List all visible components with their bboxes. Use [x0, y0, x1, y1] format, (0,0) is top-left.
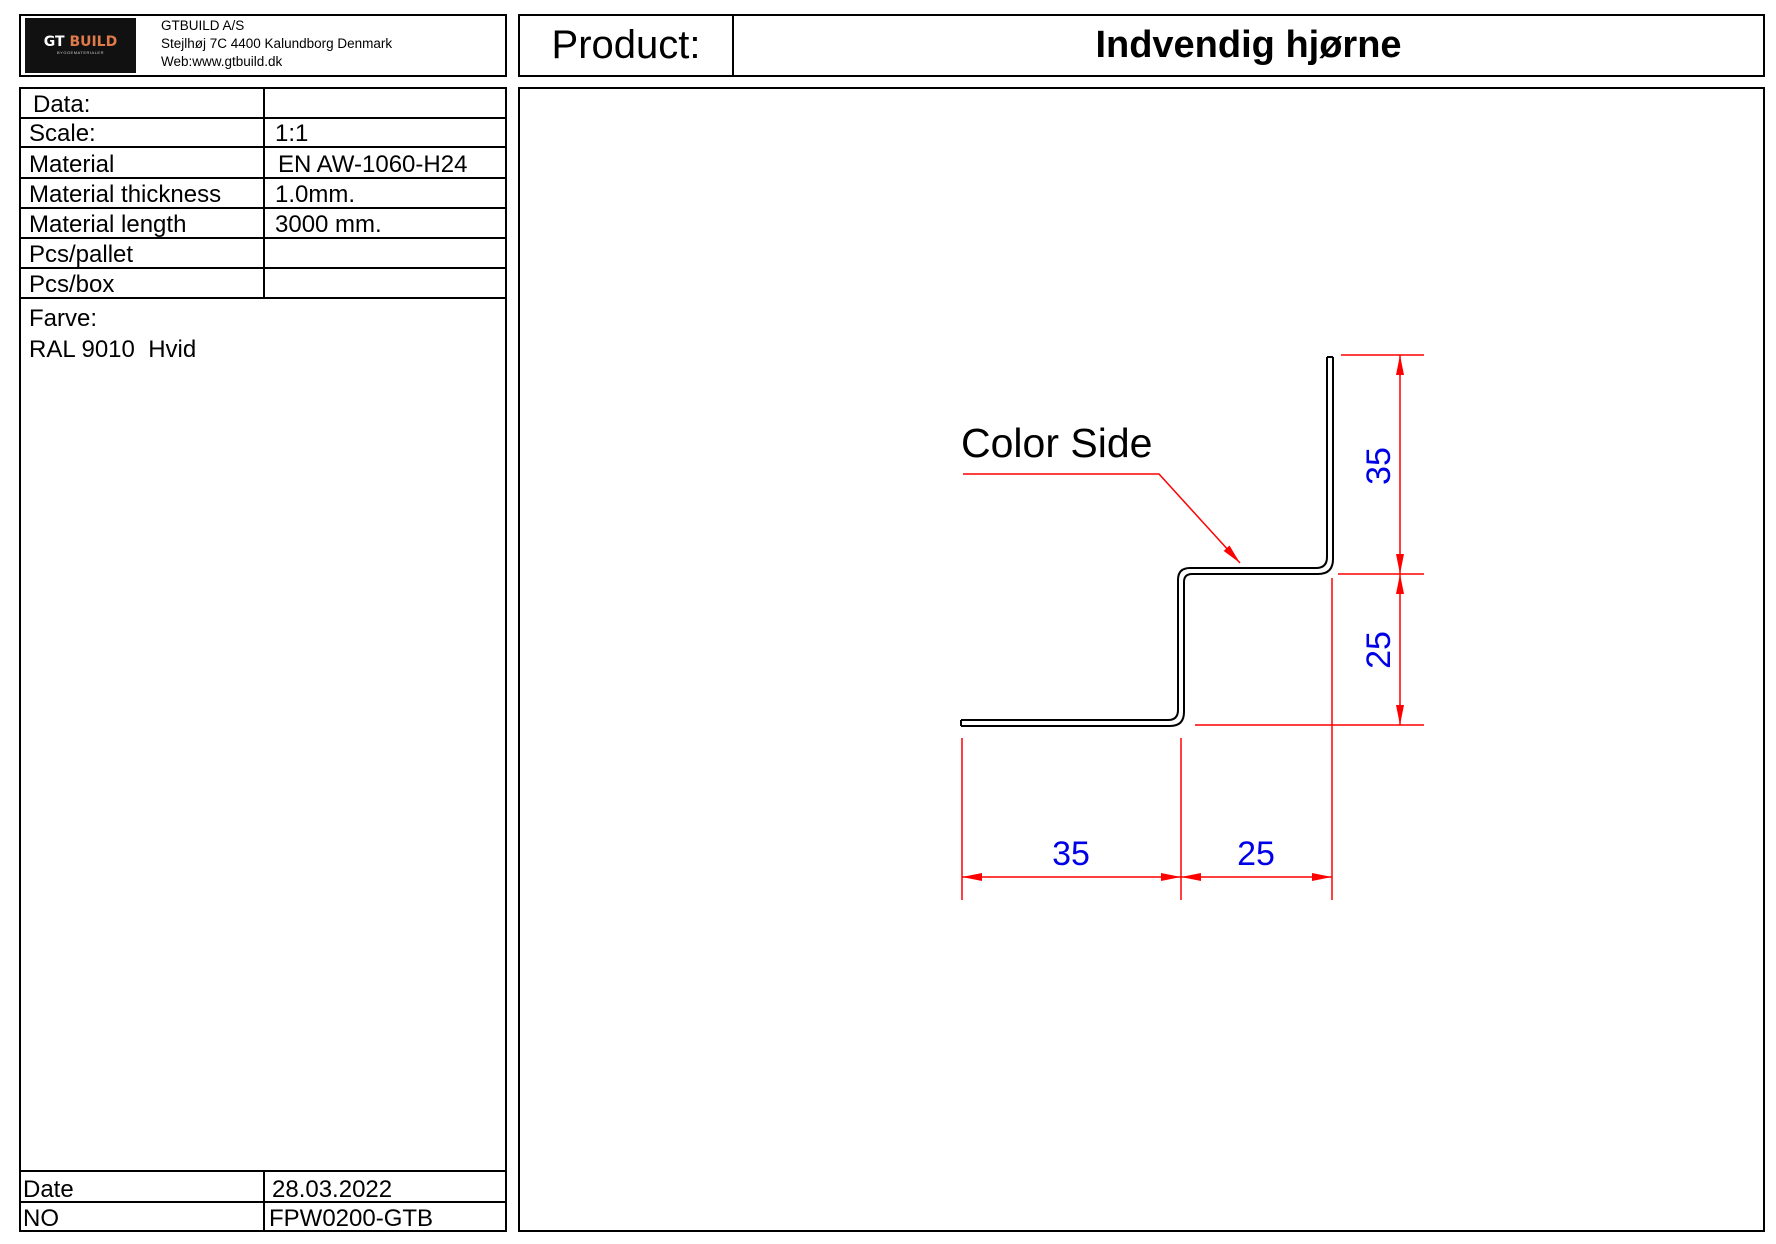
date-value: 28.03.2022 — [272, 1176, 393, 1203]
product-label: Product: — [520, 16, 734, 75]
cell-divider — [263, 179, 265, 207]
data-row: Material thickness 1.0mm. — [21, 179, 505, 209]
data-row: Material EN AW-1060-H24 — [21, 148, 505, 179]
data-value: 3000 mm. — [275, 211, 382, 238]
color-value: RAL 9010 Hvid — [29, 336, 197, 363]
cell-divider — [263, 89, 265, 117]
data-key: Pcs/box — [29, 271, 115, 298]
callout-label: Color Side — [961, 420, 1152, 466]
data-row: Scale: 1:1 — [21, 119, 505, 148]
data-row: Pcs/box — [21, 269, 505, 299]
product-header: Product: Indvendig hjørne — [518, 14, 1765, 77]
data-row: Data: — [21, 89, 505, 119]
logo-gt: GT — [43, 34, 65, 50]
number-key: NO — [23, 1205, 59, 1232]
company-address: Stejlhøj 7C 4400 Kalundborg Denmark — [161, 36, 393, 51]
cell-divider — [263, 239, 265, 267]
number-row: NO FPW0200-GTB — [21, 1201, 505, 1232]
data-key: Scale: — [29, 120, 96, 147]
profile-outer — [961, 357, 1328, 721]
data-panel: Data: Scale: 1:1 Material EN AW-1060-H24… — [19, 87, 507, 1232]
data-row: Material length 3000 mm. — [21, 209, 505, 239]
cell-divider — [263, 1172, 265, 1201]
data-value: EN AW-1060-H24 — [278, 151, 468, 178]
cell-divider — [263, 269, 265, 297]
data-key: Material length — [29, 211, 187, 238]
company-name: GTBUILD A/S — [161, 18, 245, 33]
callout-leader — [963, 473, 1241, 564]
data-value: 1.0mm. — [275, 181, 356, 208]
drawing-area: Color Side 35 25 35 25 — [518, 87, 1765, 1232]
dim-right-bottom: 25 — [1360, 631, 1398, 669]
cell-divider — [263, 119, 265, 146]
product-name: Indvendig hjørne — [1095, 24, 1402, 66]
company-info: GTBUILD A/S Stejlhøj 7C 4400 Kalundborg … — [161, 17, 392, 71]
logo-wordmark: GT BUILD — [44, 35, 117, 50]
cell-divider — [263, 148, 265, 177]
dim-right-top: 35 — [1360, 447, 1398, 485]
color-label: Farve: — [29, 305, 98, 332]
data-key: Data: — [33, 91, 91, 118]
cell-divider — [263, 1203, 265, 1230]
logo-subtitle: BYGGEMATERIALER — [57, 50, 104, 55]
data-key: Pcs/pallet — [29, 241, 134, 268]
company-logo: GT BUILD BYGGEMATERIALER — [25, 18, 136, 73]
data-value: 1:1 — [275, 120, 309, 147]
company-web: Web:www.gtbuild.dk — [161, 54, 283, 69]
dim-bottom-left: 35 — [1052, 835, 1090, 873]
data-key: Material thickness — [29, 181, 222, 208]
color-section: Farve: RAL 9010 Hvid — [29, 303, 196, 365]
date-key: Date — [23, 1176, 74, 1203]
number-value: FPW0200-GTB — [269, 1205, 434, 1232]
profile-inner — [961, 357, 1334, 727]
logo-build: BUILD — [69, 34, 118, 50]
company-header: GT BUILD BYGGEMATERIALER GTBUILD A/S Ste… — [19, 14, 507, 77]
date-row: Date 28.03.2022 — [21, 1170, 505, 1203]
data-key: Material — [29, 151, 115, 178]
data-row: Pcs/pallet — [21, 239, 505, 269]
cell-divider — [263, 209, 265, 237]
dim-bottom-right: 25 — [1237, 835, 1275, 873]
